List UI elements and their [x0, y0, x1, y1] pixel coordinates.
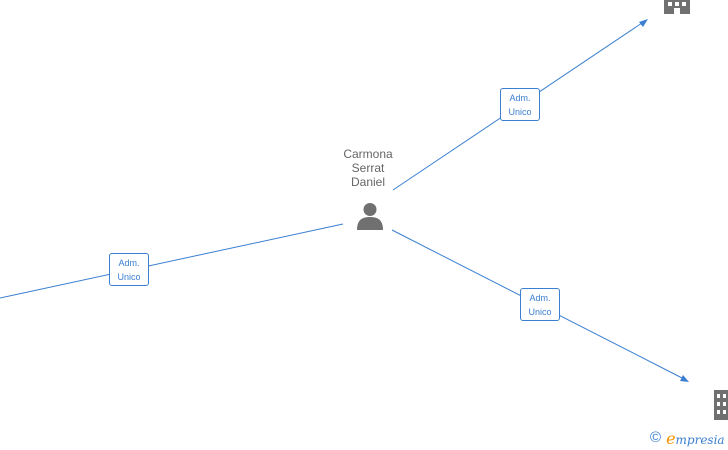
- person-icon[interactable]: [355, 201, 385, 231]
- edge-label-left-line2: Unico: [117, 272, 141, 282]
- footer-brand: © empresia: [650, 429, 725, 448]
- edge-label-bottom-line2: Unico: [528, 307, 552, 317]
- person-name-line-1: Carmona: [343, 147, 393, 161]
- building-icon: [714, 390, 728, 420]
- building-icon: [664, 0, 690, 14]
- edge-label-top[interactable]: Adm. Unico: [500, 88, 540, 121]
- person-name[interactable]: Carmona Serrat Daniel: [330, 147, 406, 189]
- edge-label-bottom[interactable]: Adm. Unico: [520, 288, 560, 321]
- edge-label-top-line1: Adm.: [509, 93, 531, 103]
- copyright-icon: ©: [650, 429, 662, 446]
- edge-label-left[interactable]: Adm. Unico: [109, 253, 149, 286]
- edge-label-bottom-line1: Adm.: [529, 293, 551, 303]
- edge-to-left-company: [0, 223, 344, 299]
- edge-label-left-line1: Adm.: [118, 258, 140, 268]
- brand-initial: e: [666, 428, 676, 448]
- person-name-line-2: Serrat: [351, 161, 385, 175]
- brand-rest: mpresia: [675, 432, 725, 447]
- person-name-line-3: Daniel: [350, 175, 386, 189]
- edge-label-top-line2: Unico: [508, 107, 532, 117]
- arrow-head-bottom: [680, 375, 689, 382]
- arrow-head-top: [639, 19, 648, 27]
- empresia-logo[interactable]: empresia: [666, 429, 725, 448]
